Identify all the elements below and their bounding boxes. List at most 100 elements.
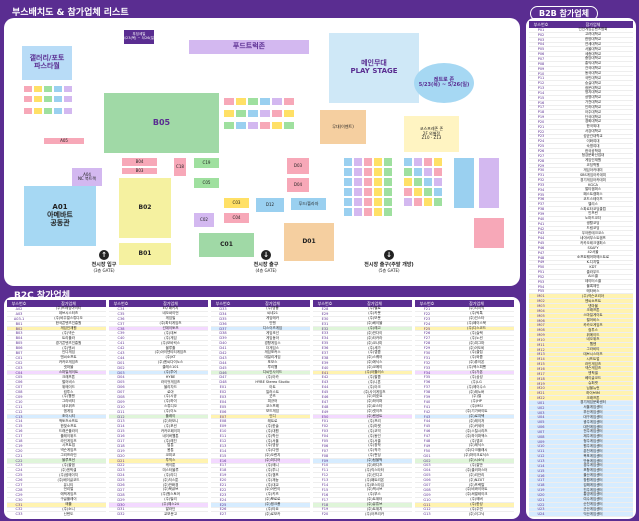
zone-c04[interactable]: C04 [224, 213, 249, 223]
zone-food-truck[interactable]: 푸드트럭존 [189, 40, 309, 54]
booth-cell[interactable] [64, 108, 72, 114]
booth-cell[interactable] [434, 178, 442, 186]
table-row[interactable]: F36(주)LG [415, 380, 514, 386]
booth-cell[interactable] [404, 198, 412, 206]
booth-cell[interactable] [260, 122, 270, 129]
table-row[interactable]: E28(주)헬로 [313, 306, 412, 312]
table-row[interactable]: D08(주)시공 [109, 394, 208, 400]
table-row[interactable]: C32(주)소니 [7, 507, 106, 513]
table-row[interactable]: F03(주)코믹 [313, 429, 412, 435]
table-row[interactable]: G10(주)에버 [415, 497, 514, 503]
table-row[interactable]: E39(주)에닉스 [313, 360, 412, 366]
booth-cell[interactable] [354, 158, 362, 166]
booth-cell[interactable] [424, 198, 432, 206]
table-row[interactable]: E41(주)아틀러스 [313, 370, 412, 376]
table-row[interactable]: E30(주)또봇 [313, 316, 412, 322]
table-row[interactable]: F06(주)창작 [313, 443, 412, 449]
table-row[interactable]: F49(주)제닉스 [415, 443, 514, 449]
table-row[interactable]: F34(주)가온 [415, 370, 514, 376]
table-row[interactable]: F11(주)킥스타터 [313, 468, 412, 474]
table-row[interactable]: G04(주)쿨러마스터 [415, 468, 514, 474]
table-row[interactable]: E42(주)팔콤 [313, 375, 412, 381]
booth-cell[interactable] [474, 218, 504, 248]
booth-cell[interactable] [248, 122, 258, 129]
table-row[interactable]: E50(주)텐센트 [313, 414, 412, 420]
table-row[interactable]: D17(주)레진 [109, 439, 208, 444]
zone-d01[interactable]: D01 [284, 223, 334, 261]
table-row[interactable]: G01(주)마이크로닉스 [415, 453, 514, 459]
booth-cell[interactable] [284, 122, 294, 129]
table-row[interactable]: E34(주)타카라 [313, 336, 412, 342]
booth-cell[interactable] [364, 168, 372, 176]
booth-cell[interactable] [374, 188, 382, 196]
table-row[interactable]: E16(주)미디어 [211, 458, 310, 464]
table-row[interactable]: F40(주)HP [415, 399, 514, 405]
table-row[interactable]: E21(주)대교 [211, 483, 310, 488]
table-row[interactable]: F35(주)삼성 [415, 375, 514, 381]
table-row[interactable]: G09(주)써멀테이크 [415, 492, 514, 498]
table-row[interactable]: E27(주)로보카 [211, 512, 310, 516]
booth-cell[interactable] [44, 96, 52, 102]
table-row[interactable]: F21(주)치지직 [415, 306, 514, 312]
table-row[interactable]: C26(주)베이글코드 [7, 478, 106, 484]
table-row[interactable]: D01(주)엔씨다이노스 [109, 360, 208, 366]
table-row[interactable]: E43(주)니혼 [313, 380, 412, 386]
table-row[interactable]: F14(주)포스타입 [313, 483, 412, 488]
booth-cell[interactable] [34, 108, 42, 114]
table-row[interactable]: F10(주)와디즈 [313, 463, 412, 469]
table-row[interactable]: G13(주)이그닉 [415, 512, 514, 516]
table-row[interactable]: F47(주)하이퍼엑스 [415, 434, 514, 440]
booth-cell[interactable] [224, 122, 234, 129]
table-row[interactable]: E24(주)뽀로로 [211, 497, 310, 503]
table-row[interactable]: D13(주)하모니 [109, 419, 208, 425]
booth-cell[interactable] [24, 108, 32, 114]
table-row[interactable]: F17(주)트위터 [313, 497, 412, 503]
table-row[interactable]: C09(주)웹젠 [7, 394, 106, 400]
table-row[interactable]: C44(주)KT [109, 355, 208, 361]
